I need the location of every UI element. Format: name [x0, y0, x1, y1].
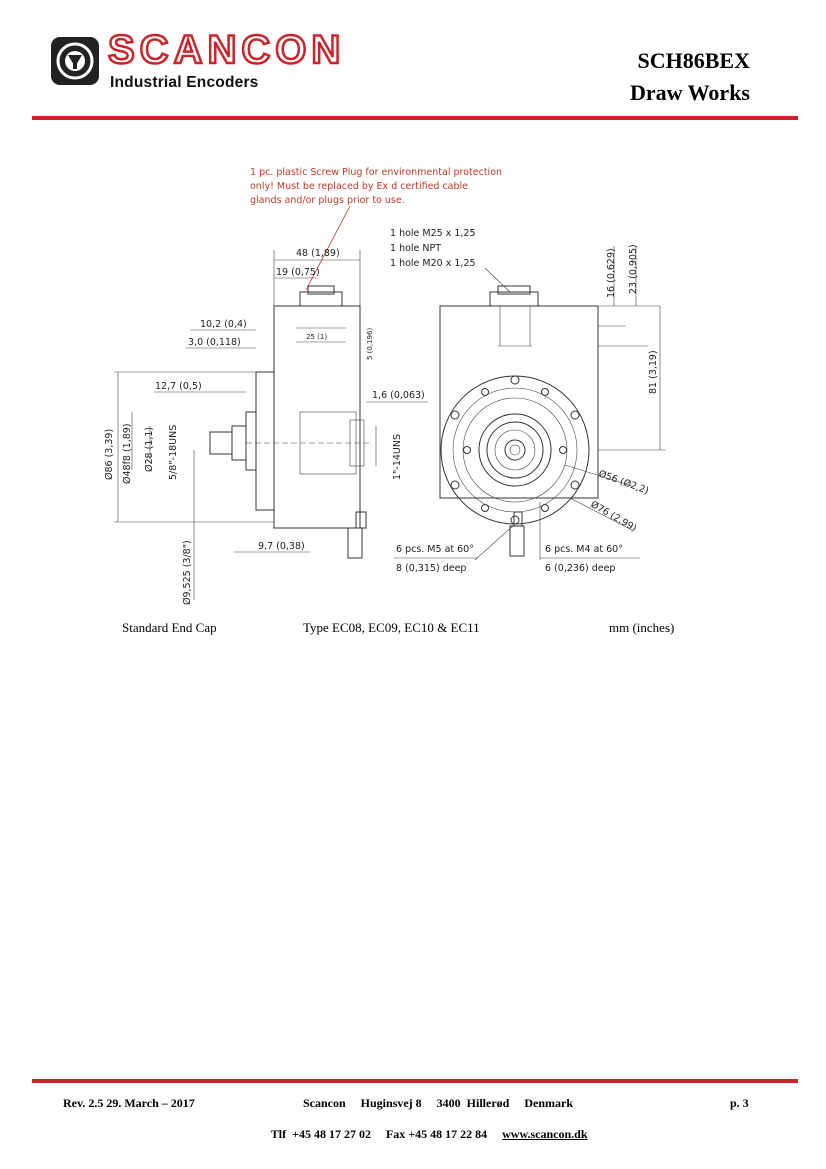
note-line-2: only! Must be replaced by Ex d certified…	[250, 181, 468, 192]
dim-16: 16 (0,629)	[606, 248, 617, 298]
technical-drawing: 1 pc. plastic Screw Plug for environment…	[104, 167, 666, 605]
dim-48: 48 (1,89)	[296, 248, 340, 259]
side-view: 48 (1,89) 19 (0,75) 25 (1) 5 (0,196) 10,…	[104, 248, 428, 605]
logo-wordmark: SCANCON	[107, 27, 346, 74]
hole-label-m20: 1 hole M20 x 1,25	[390, 258, 476, 269]
label-m5-2: 8 (0,315) deep	[396, 563, 466, 574]
hole-label-m25: 1 hole M25 x 1,25	[390, 228, 476, 239]
dim-19: 19 (0,75)	[276, 267, 320, 278]
footer-page: p. 3	[730, 1096, 749, 1110]
thread-1: 1"-14UNS	[392, 434, 403, 480]
dim-dia28: Ø28 (1,1)	[144, 427, 155, 472]
dim-3-0: 3,0 (0,118)	[188, 337, 241, 348]
note-line-3: glands and/or plugs prior to use.	[250, 195, 405, 206]
dim-25: 25 (1)	[306, 333, 327, 341]
dim-dia76: Ø76 (2,99)	[589, 499, 639, 534]
caption-end-cap: Standard End Cap	[122, 620, 217, 635]
encoder-emblem-icon	[51, 37, 99, 85]
label-m4-2: 6 (0,236) deep	[545, 563, 615, 574]
note-line-1: 1 pc. plastic Screw Plug for environment…	[250, 167, 502, 178]
dim-dia86: Ø86 (3,39)	[104, 429, 115, 480]
caption-units: mm (inches)	[609, 620, 675, 635]
caption-type: Type EC08, EC09, EC10 & EC11	[303, 620, 480, 635]
footer-revision: Rev. 2.5 29. March – 2017	[63, 1096, 195, 1110]
series-title: Draw Works	[630, 80, 750, 105]
dim-5: 5 (0,196)	[366, 328, 374, 360]
dim-dia9-525: Ø9,525 (3/8")	[182, 540, 193, 605]
dim-81: 81 (3,19)	[648, 350, 659, 394]
dim-23: 23 (0,905)	[628, 244, 639, 294]
scancon-logo: SCANCON Industrial Encoders	[50, 27, 370, 94]
website-link[interactable]: www.scancon.dk	[502, 1127, 588, 1141]
thread-5-8: 5/8"-18UNS	[168, 425, 179, 480]
footer-address: Scancon Huginsvej 8 3400 Hillerød Denmar…	[303, 1096, 574, 1110]
dim-1-6: 1,6 (0,063)	[372, 390, 425, 401]
footer-rule	[32, 1079, 798, 1083]
model-title: SCH86BEX	[637, 48, 750, 73]
dim-dia56: Ø56 (Ø2,2)	[597, 468, 650, 496]
dim-9-7: 9,7 (0,38)	[258, 541, 305, 552]
dim-12-7: 12,7 (0,5)	[155, 381, 202, 392]
header-rule	[32, 116, 798, 120]
hole-label-npt: 1 hole NPT	[390, 243, 441, 254]
dim-dia48: Ø48f8 (1,89)	[122, 423, 133, 484]
label-m4-1: 6 pcs. M4 at 60°	[545, 544, 623, 555]
footer-contact: Tlf +45 48 17 27 02 Fax +45 48 17 22 84 …	[265, 1112, 588, 1142]
dim-10-2: 10,2 (0,4)	[200, 319, 247, 330]
front-view: 16 (0,629) 23 (0,905) 81 (3,19) Ø56 (Ø2,…	[394, 244, 666, 574]
label-m5-1: 6 pcs. M5 at 60°	[396, 544, 474, 555]
logo-subtitle: Industrial Encoders	[110, 74, 259, 91]
footer-phone-fax: Tlf +45 48 17 27 02 Fax +45 48 17 22 84	[270, 1127, 488, 1141]
